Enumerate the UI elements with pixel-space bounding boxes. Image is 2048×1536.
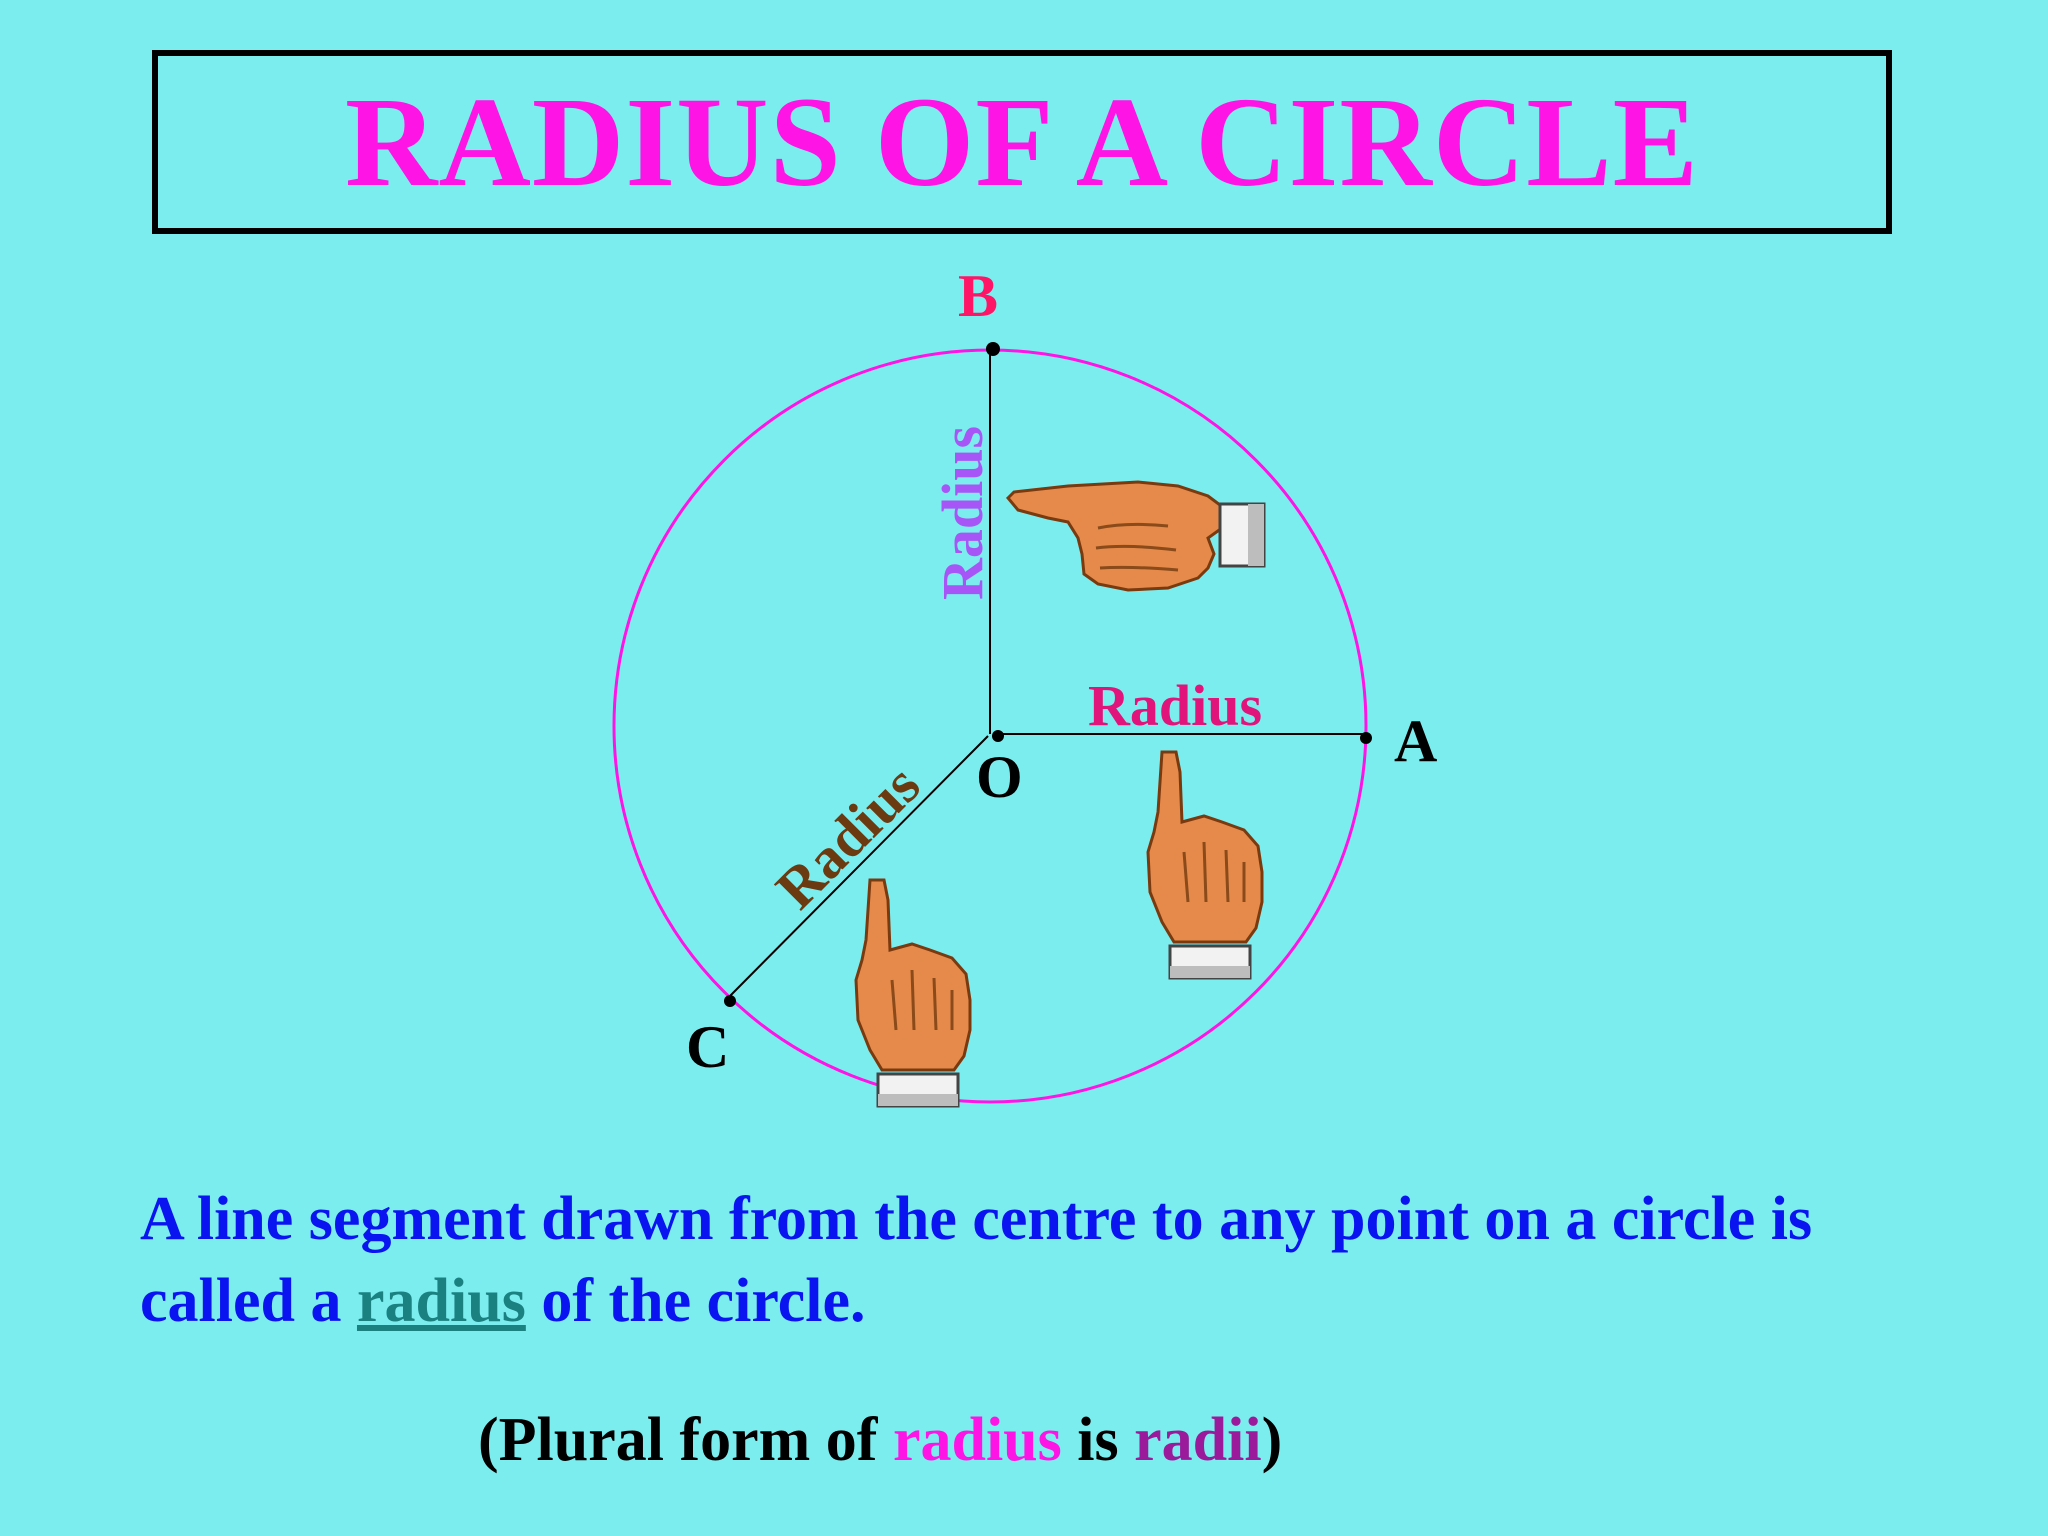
pointing-hand-left-icon: [1005, 480, 1266, 592]
title-box: RADIUS OF A CIRCLE: [152, 50, 1892, 234]
radius-keyword-link[interactable]: radius: [356, 1267, 526, 1335]
radius-label-oa: Radius: [1088, 673, 1262, 738]
plural-note-radius: radius: [892, 1406, 1062, 1474]
point-b: [986, 342, 1000, 356]
plural-note-middle: is: [1061, 1406, 1135, 1474]
radius-segment-oc: [725, 735, 989, 1001]
point-c: [724, 995, 736, 1007]
point-o: [992, 730, 1004, 742]
plural-note-close: ): [1261, 1406, 1283, 1474]
radius-label-ob: Radius: [930, 426, 995, 600]
label-a: A: [1394, 708, 1437, 774]
plural-note-open: (Plural form of: [478, 1406, 893, 1474]
label-o: O: [976, 744, 1023, 810]
label-b: B: [958, 263, 998, 329]
definition-line-2-end: of the circle.: [525, 1267, 866, 1335]
definition-line-1: A line segment drawn from the centre to …: [140, 1185, 1813, 1253]
definition-text: A line segment drawn from the centre to …: [140, 1178, 2020, 1342]
plural-note: (Plural form of radius is radii): [478, 1400, 1282, 1480]
point-a: [1360, 732, 1372, 744]
page-title: RADIUS OF A CIRCLE: [345, 71, 1699, 213]
definition-line-2: called a radius of the circle.: [140, 1260, 2020, 1342]
radius-label-oc: Radius: [763, 752, 932, 921]
definition-line-2-start: called a: [140, 1267, 357, 1335]
pointing-hand-up-icon: [854, 878, 972, 1108]
pointing-hand-up-icon: [1146, 750, 1264, 980]
label-c: C: [686, 1014, 729, 1080]
plural-note-radii: radii: [1134, 1406, 1262, 1474]
